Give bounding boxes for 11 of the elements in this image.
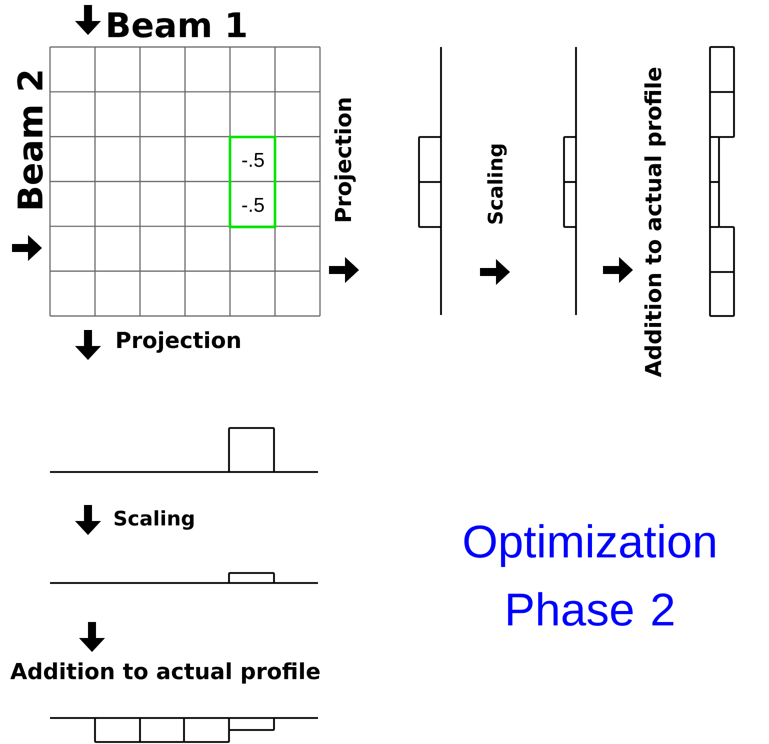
label: -.5 bbox=[242, 153, 264, 167]
label: Projection bbox=[334, 98, 356, 222]
title: Optimization Phase 2 bbox=[464, 524, 715, 626]
label: Scaling bbox=[487, 144, 507, 224]
label: Beam 2 bbox=[17, 72, 43, 208]
label: Beam 1 bbox=[108, 12, 246, 38]
label: Addition to actual profile bbox=[644, 68, 666, 378]
label: -.5 bbox=[242, 198, 264, 212]
label: Addition to actual profile bbox=[10, 662, 320, 684]
label: Projection bbox=[117, 331, 240, 353]
label: Scaling bbox=[114, 510, 194, 530]
